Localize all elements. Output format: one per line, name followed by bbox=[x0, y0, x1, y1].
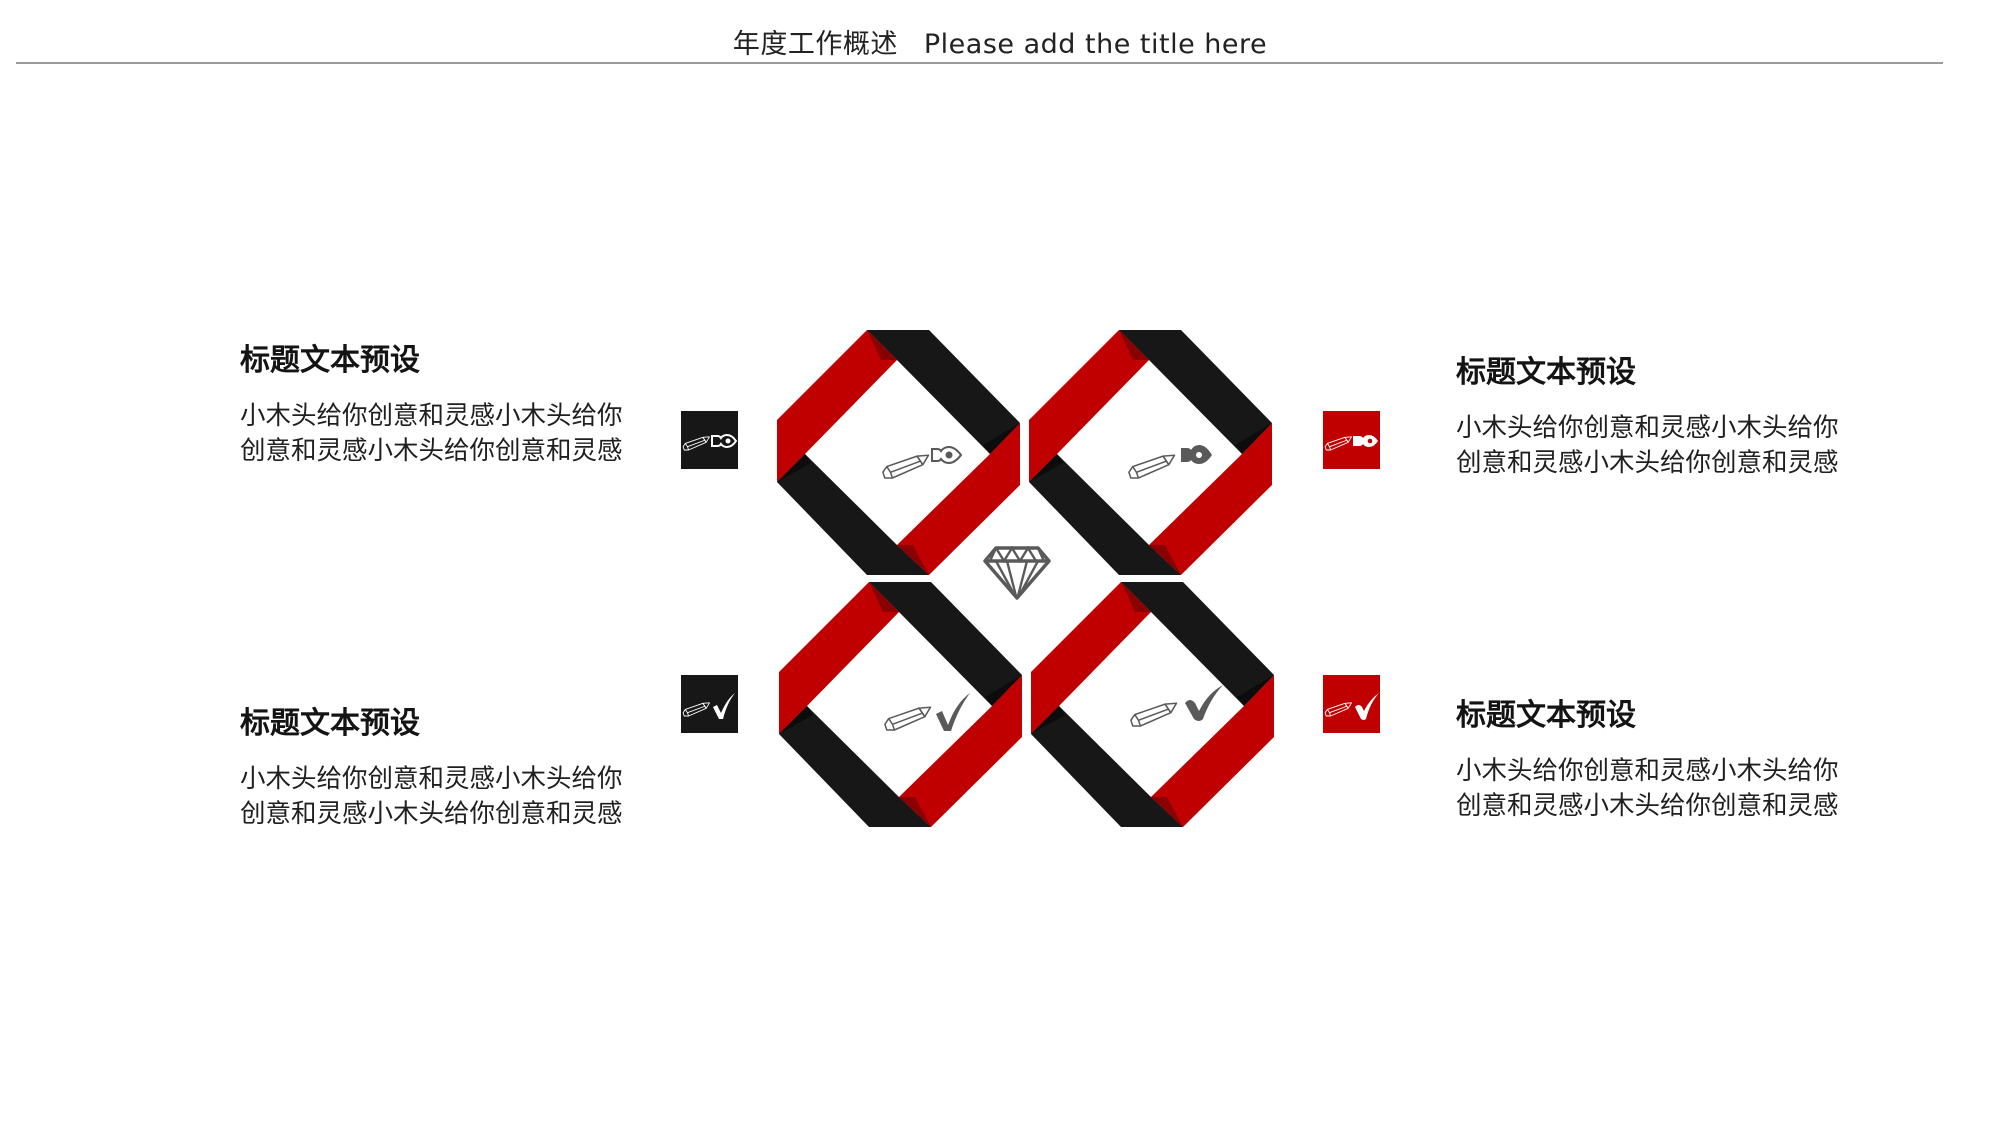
pencil-bold-checkmark-icon bbox=[1130, 685, 1223, 727]
diamond-icon bbox=[982, 545, 1052, 601]
pencil-bold-checkmark-icon bbox=[1324, 693, 1379, 720]
badge-top-right bbox=[1323, 411, 1380, 469]
block-body-line: 创意和灵感小木头给你创意和灵感 bbox=[240, 799, 623, 829]
block-body-line: 小木头给你创意和灵感小木头给你 bbox=[240, 401, 623, 431]
octagon-bottom-right bbox=[1031, 579, 1275, 827]
pencil-pen-nib-icon bbox=[682, 433, 738, 451]
badge-bottom-right bbox=[1323, 675, 1380, 733]
octagon-top-left bbox=[777, 327, 1021, 575]
text-block-top-right: 标题文本预设 小木头给你创意和灵感小木头给你 创意和灵感小木头给你创意和灵感 bbox=[1456, 355, 1839, 481]
pencil-pen-nib-filled-icon bbox=[1128, 445, 1212, 479]
octagon-bottom-left bbox=[779, 579, 1023, 827]
header-divider bbox=[16, 62, 1943, 64]
pencil-pen-nib-filled-icon bbox=[1324, 435, 1378, 451]
block-body-line: 小木头给你创意和灵感小木头给你 bbox=[1456, 413, 1839, 443]
page-title: 年度工作概述 Please add the title here bbox=[0, 22, 2000, 61]
block-heading: 标题文本预设 bbox=[240, 343, 420, 378]
pencil-checkmark-icon bbox=[884, 693, 970, 731]
block-heading: 标题文本预设 bbox=[1456, 698, 1636, 733]
badge-top-left bbox=[681, 411, 738, 469]
block-body-line: 创意和灵感小木头给你创意和灵感 bbox=[1456, 448, 1839, 478]
page-title-en: Please add the title here bbox=[923, 29, 1268, 60]
pencil-pen-nib-outline-icon bbox=[882, 445, 963, 479]
badge-bottom-left bbox=[681, 675, 738, 733]
block-body-line: 小木头给你创意和灵感小木头给你 bbox=[1456, 756, 1839, 786]
block-body-line: 小木头给你创意和灵感小木头给你 bbox=[240, 764, 623, 794]
block-body-line: 创意和灵感小木头给你创意和灵感 bbox=[1456, 791, 1839, 821]
block-heading: 标题文本预设 bbox=[1456, 355, 1636, 390]
page-title-cn: 年度工作概述 bbox=[732, 29, 898, 60]
block-heading: 标题文本预设 bbox=[240, 706, 420, 741]
octagon-top-right bbox=[1029, 327, 1273, 575]
pencil-checkmark-icon bbox=[682, 693, 735, 719]
text-block-top-left: 标题文本预设 小木头给你创意和灵感小木头给你 创意和灵感小木头给你创意和灵感 bbox=[240, 343, 623, 469]
text-block-bottom-left: 标题文本预设 小木头给你创意和灵感小木头给你 创意和灵感小木头给你创意和灵感 bbox=[240, 706, 623, 832]
text-block-bottom-right: 标题文本预设 小木头给你创意和灵感小木头给你 创意和灵感小木头给你创意和灵感 bbox=[1456, 698, 1839, 824]
block-body-line: 创意和灵感小木头给你创意和灵感 bbox=[240, 436, 623, 466]
